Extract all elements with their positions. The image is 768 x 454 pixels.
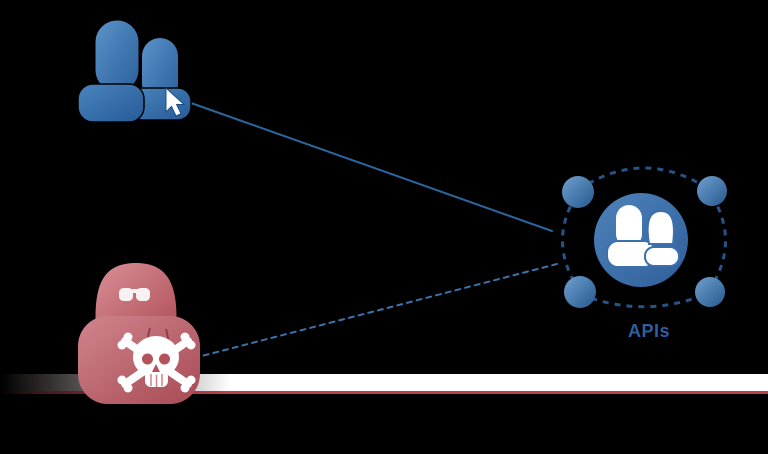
network-node — [562, 176, 594, 208]
network-node — [695, 277, 725, 307]
users-with-cursor-icon — [77, 19, 192, 123]
cursor-icon — [165, 86, 186, 117]
network-node — [564, 276, 596, 308]
people-silhouettes — [606, 205, 680, 268]
api-people-network-icon — [561, 166, 727, 309]
small-user-head — [142, 38, 178, 102]
skull-crossbones-icon — [117, 332, 196, 393]
connector-users-to-apis — [190, 102, 553, 232]
page-edge-red-line — [0, 391, 768, 394]
hooded-hacker-skull-icon — [78, 263, 200, 404]
network-node — [697, 176, 727, 206]
big-user-head — [94, 19, 140, 93]
apis-label: APIs — [627, 321, 671, 341]
big-user-body — [77, 83, 145, 123]
hacker-hood — [95, 263, 177, 332]
connector-hacker-to-apis — [193, 263, 558, 359]
hacker-glasses — [119, 288, 150, 301]
